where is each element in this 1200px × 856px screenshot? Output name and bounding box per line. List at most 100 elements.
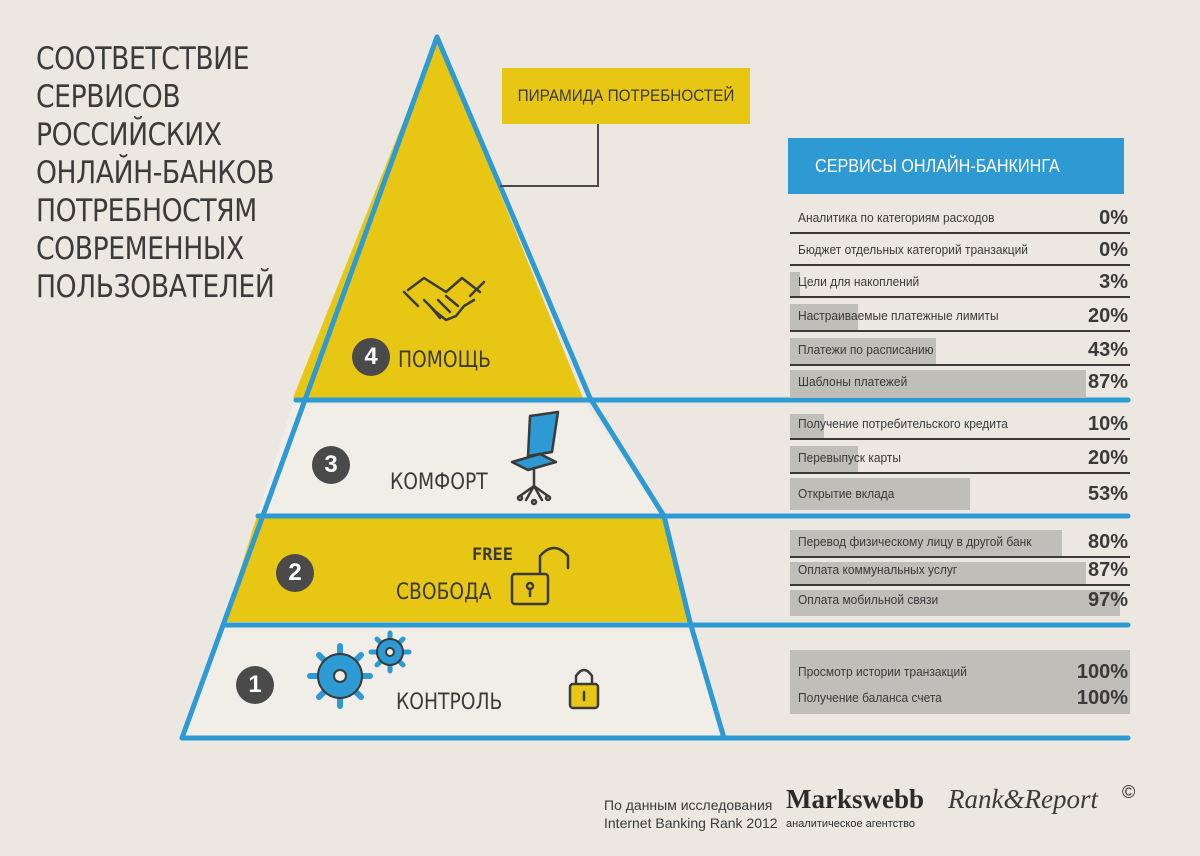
service-label: Получение потребительского кредита (798, 416, 1008, 431)
service-row: Получение потребительского кредита 10% (790, 412, 1130, 440)
service-value: 80% (1087, 531, 1128, 553)
copyright-mark: © (1122, 782, 1136, 802)
free-icon-text: FREE (472, 545, 513, 565)
gears-icon (307, 630, 412, 709)
label-connector (500, 124, 599, 187)
service-bar (790, 562, 1086, 586)
service-row: Платежи по расписанию 43% (790, 336, 1130, 366)
open-padlock-icon (510, 546, 570, 606)
service-label: Цели для накоплений (798, 274, 920, 289)
service-row: Настраиваемые платежные лимиты 20% (790, 302, 1130, 332)
infographic-title: СООТВЕТСТВИЕ СЕРВИСОВ РОССИЙСКИХ ОНЛАЙН-… (36, 40, 311, 306)
service-row: Шаблоны платежей 87% (790, 368, 1130, 398)
service-row: Получение баланса счета 100% (790, 684, 1130, 714)
service-label: Перевод физическому лицу в другой банк (798, 534, 1032, 549)
service-label: Оплата коммунальных услуг (798, 562, 958, 577)
logo-rank-text: Rank&Report (948, 784, 1098, 814)
level-3-label: КОМФОРТ (390, 470, 488, 495)
logo-subtitle: аналитическое агентство (786, 818, 916, 830)
service-row: Цели для накоплений 3% (790, 270, 1130, 298)
service-bar (790, 590, 1120, 616)
service-value: 0% (1099, 207, 1128, 229)
services-header-text: СЕРВИСЫ ОНЛАЙН-БАНКИНГА (815, 156, 1060, 176)
row-divider (790, 438, 1130, 440)
services-header: СЕРВИСЫ ОНЛАЙН-БАНКИНГА (788, 138, 1124, 194)
level-4-number: 4 (352, 338, 390, 376)
service-bar (790, 446, 858, 474)
title-line: ПОТРЕБНОСТЯМ (36, 193, 257, 229)
service-bar (790, 478, 970, 510)
pyramid-level-2-fill (224, 516, 688, 622)
pyramid-outline-left (179, 34, 440, 741)
service-label: Настраиваемые платежные лимиты (798, 308, 999, 323)
service-value: 53% (1087, 483, 1128, 505)
service-row: Просмотр истории транзакций 100% (790, 648, 1130, 688)
service-value: 0% (1099, 239, 1128, 261)
level-2-number: 2 (276, 554, 314, 592)
level-1-number: 1 (236, 666, 274, 704)
row-divider (790, 584, 1130, 586)
source-note: По данным исследования Internet Banking … (604, 796, 778, 832)
service-value: 3% (1099, 271, 1128, 293)
service-label: Шаблоны платежей (798, 374, 908, 389)
pyramid-level-3-fill (257, 404, 664, 516)
service-bar (790, 530, 1062, 558)
source-line-2: Internet Banking Rank 2012 (604, 815, 778, 831)
service-value: 100% (1076, 661, 1128, 683)
service-bar (790, 650, 1130, 688)
service-row: Аналитика по категориям расходов 0% (790, 204, 1130, 234)
level-3-number: 3 (312, 446, 350, 484)
service-row: Оплата коммунальных услуг 87% (790, 559, 1130, 586)
service-value: 20% (1087, 447, 1128, 469)
service-value: 87% (1087, 559, 1128, 581)
title-line: СЕРВИСОВ (36, 79, 181, 115)
row-divider (790, 330, 1130, 332)
pyramid-level-4-fill (293, 37, 583, 398)
row-divider (790, 364, 1130, 366)
source-line-1: По данным исследования (604, 797, 773, 813)
title-line: ОНЛАЙН-БАНКОВ (36, 155, 275, 191)
service-label: Открытие вклада (798, 486, 895, 501)
row-divider (790, 472, 1130, 474)
row-divider (790, 556, 1130, 558)
service-row: Открытие вклада 53% (790, 476, 1130, 510)
markswebb-logo: Markswebb Rank&Report © аналитическое аг… (786, 782, 1146, 834)
service-row: Перевод физическому лицу в другой банк 8… (790, 528, 1130, 558)
service-label: Просмотр истории транзакций (798, 664, 967, 679)
service-row: Перевыпуск карты 20% (790, 444, 1130, 474)
service-value: 100% (1076, 687, 1128, 709)
level-1-label: КОНТРОЛЬ (396, 690, 503, 715)
service-bar (790, 338, 936, 366)
service-bar (790, 686, 1130, 714)
service-value: 87% (1087, 371, 1128, 393)
service-bar (790, 272, 800, 298)
logo-main-text: Markswebb (786, 784, 925, 814)
row-divider (790, 296, 1130, 298)
service-bar (790, 304, 858, 332)
service-label: Платежи по расписанию (798, 342, 934, 357)
service-value: 20% (1087, 305, 1128, 327)
service-label: Бюджет отдельных категорий транзакций (798, 242, 1028, 257)
service-value: 10% (1087, 413, 1128, 435)
office-chair-icon (510, 410, 560, 506)
service-label: Перевыпуск карты (798, 450, 901, 465)
title-line: СОВРЕМЕННЫХ (36, 231, 244, 267)
title-line: СООТВЕТСТВИЕ (36, 41, 250, 77)
service-value: 97% (1087, 589, 1128, 611)
service-bar (790, 414, 824, 440)
service-row: Оплата мобильной связи 97% (790, 588, 1130, 616)
title-line: ПОЛЬЗОВАТЕЛЕЙ (36, 269, 275, 305)
service-row: Бюджет отдельных категорий транзакций 0% (790, 236, 1130, 266)
handshake-icon (402, 276, 486, 322)
level-4-label: ПОМОЩЬ (398, 348, 491, 373)
level-2-label: СВОБОДА (396, 580, 492, 605)
service-bar (790, 370, 1086, 398)
service-label: Оплата мобильной связи (798, 592, 939, 607)
row-divider (790, 264, 1130, 266)
service-value: 43% (1087, 339, 1128, 361)
row-divider (790, 232, 1130, 234)
pyramid-label-box: ПИРАМИДА ПОТРЕБНОСТЕЙ (502, 68, 750, 124)
title-line: РОССИЙСКИХ (36, 117, 222, 153)
padlock-icon (568, 668, 600, 710)
